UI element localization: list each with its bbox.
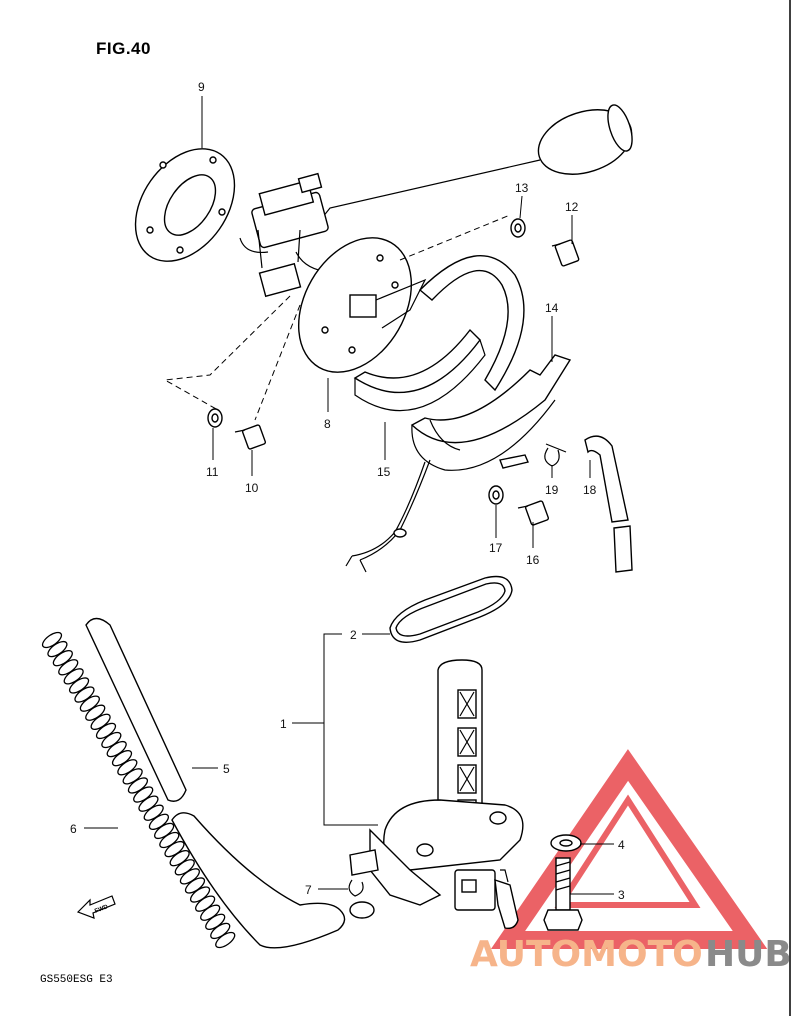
fwd-arrow-icon: FWD	[76, 895, 116, 919]
leader-lines	[84, 96, 614, 895]
part-18-hose	[584, 435, 633, 573]
callout-19: 19	[545, 483, 559, 497]
callout-11: 11	[206, 465, 219, 479]
watermark-text-a: AUTOMOTO	[470, 934, 703, 975]
callout-8: 8	[324, 417, 331, 431]
watermark-text: AUTOMOTO HUB	[470, 934, 792, 975]
watermark-logo	[490, 749, 768, 949]
part-4-washer	[550, 834, 582, 852]
callout-7: 7	[305, 883, 312, 897]
callout-1: 1	[280, 717, 287, 731]
callout-14: 14	[545, 301, 559, 315]
model-code: GS550ESG E3	[40, 974, 113, 986]
figure-title: FIG.40	[96, 39, 151, 58]
part-17-washer	[488, 485, 504, 505]
callout-3: 3	[618, 888, 625, 902]
part-16-screw	[517, 500, 550, 526]
part-3-bolt	[543, 857, 583, 931]
part-19-clip	[544, 443, 567, 467]
part-13-washer	[510, 218, 526, 238]
callout-17: 17	[489, 541, 503, 555]
part-5-hose	[85, 617, 346, 949]
part-9-gasket	[134, 148, 236, 262]
callout-9: 9	[198, 80, 205, 94]
callout-15: 15	[377, 465, 391, 479]
spring-coil	[215, 931, 236, 949]
part-12-screw	[551, 239, 580, 267]
part-15-bracket	[345, 255, 525, 573]
part-11-washer	[207, 408, 223, 428]
callout-16: 16	[526, 553, 540, 567]
callout-4: 4	[618, 838, 625, 852]
part-10-screw	[234, 424, 267, 450]
callout-2: 2	[350, 628, 357, 642]
part-7-clip	[348, 879, 375, 919]
callout-5: 5	[223, 762, 230, 776]
part-14-cover	[410, 354, 572, 471]
watermark-text-b: HUB	[705, 934, 792, 975]
part-6-spring	[41, 631, 236, 949]
callout-labels: 9 13 12 14 8 15 11 10 18 19 17 16 2 1 5 …	[70, 80, 625, 902]
fwd-label: FWD	[94, 904, 110, 915]
callout-6: 6	[70, 822, 77, 836]
callout-10: 10	[245, 481, 259, 495]
part-1-fuel-cock	[349, 659, 524, 930]
callout-12: 12	[565, 200, 579, 214]
fuel-sender-unit	[163, 104, 633, 421]
part-2-oring	[389, 575, 513, 643]
callout-18: 18	[583, 483, 597, 497]
part-8-plate	[297, 214, 511, 373]
callout-13: 13	[515, 181, 529, 195]
